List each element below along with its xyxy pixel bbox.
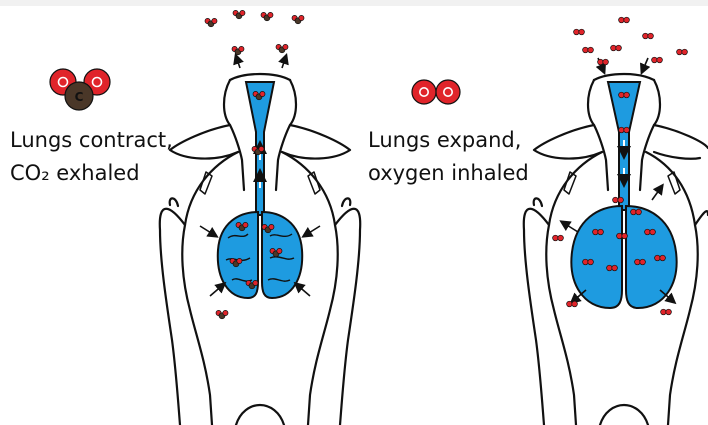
carbon-atom-label: C [75,90,84,104]
inhale-airway [571,82,676,308]
co2-molecule-icon: C [50,69,110,110]
exhale-airway [218,82,302,298]
o2-molecule-icon [412,80,460,104]
